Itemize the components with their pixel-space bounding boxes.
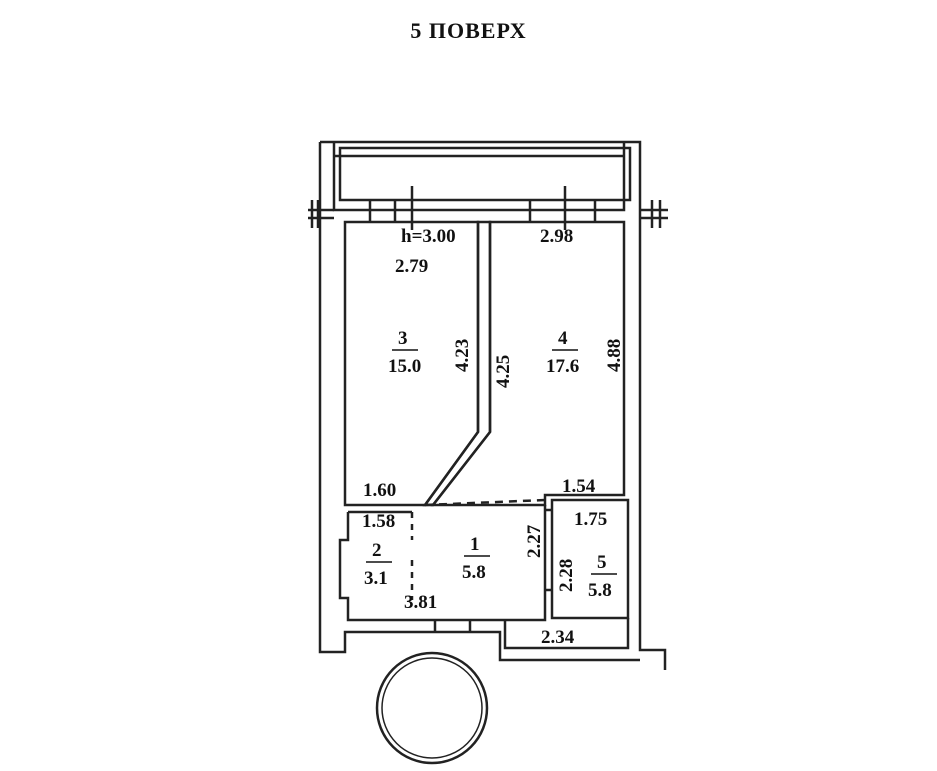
hall-top-dim: 1.58	[362, 511, 395, 532]
room-3-number: 3	[398, 328, 408, 349]
stair-circle	[375, 651, 489, 765]
floor-title: 5 ПОВЕРХ	[410, 18, 527, 43]
room-2-number: 2	[372, 540, 382, 561]
room-3-area: 15.0	[388, 356, 421, 377]
room-3-bottom-dim: 1.60	[363, 480, 396, 501]
room-4-outline	[430, 220, 626, 507]
room-4-area: 17.6	[546, 356, 579, 377]
room-1-number: 1	[470, 534, 480, 555]
room-3-right-dim: 4.23	[452, 339, 473, 372]
room-5-outline	[550, 498, 630, 620]
ceiling-height-label: h=3.00	[401, 226, 456, 247]
room-4-left-dim: 4.25	[493, 355, 514, 388]
room-5-number: 5	[597, 552, 607, 573]
room-4-right-dim: 4.88	[604, 339, 625, 372]
room-1-area: 5.8	[462, 562, 486, 583]
hall-outline	[338, 505, 547, 622]
room-5-left-dim: 2.28	[556, 559, 577, 592]
outer-wall	[320, 140, 667, 670]
room-3-top-dim: 2.79	[395, 256, 428, 277]
room-5-bottom-dim: 2.34	[541, 627, 575, 648]
room-4-top-dim: 2.98	[540, 226, 573, 247]
room-2-area: 3.1	[364, 568, 388, 589]
room-5-top-dim: 1.75	[574, 509, 607, 530]
hall-right-dim: 2.27	[524, 524, 545, 558]
outer-wall-left	[318, 142, 640, 662]
hall-bottom-dim: 3.81	[404, 592, 437, 613]
room-4-bottom-dim: 1.54	[562, 476, 596, 497]
room-5-area: 5.8	[588, 580, 612, 601]
inner-wall	[332, 142, 626, 212]
balcony	[338, 146, 632, 202]
room-4-number: 4	[558, 328, 568, 349]
